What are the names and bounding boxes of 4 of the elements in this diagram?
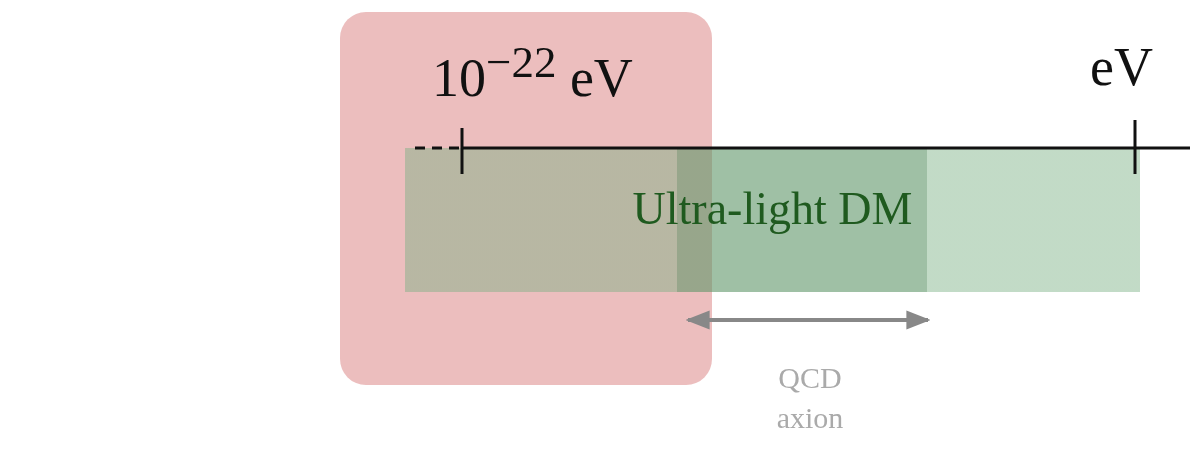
scale-label: eV	[1090, 36, 1153, 98]
scale-label: 10$^{−22}$ eV	[432, 36, 633, 109]
range-label: QCD axion	[775, 360, 845, 436]
range-band: Ultra-light DM	[405, 148, 1140, 292]
